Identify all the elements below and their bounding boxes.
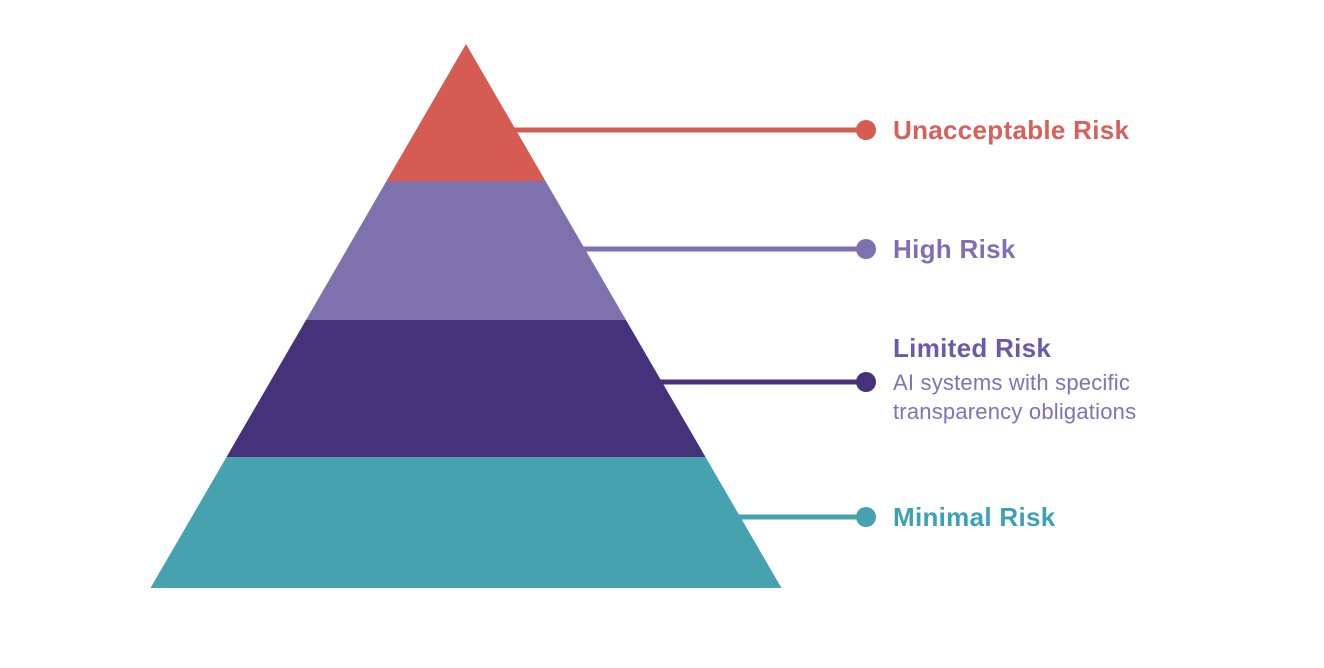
label-minimal-risk: Minimal Risk bbox=[893, 501, 1056, 533]
unacceptable-risk-title: Unacceptable Risk bbox=[893, 115, 1130, 145]
pyramid-layer-limited bbox=[226, 320, 706, 457]
limited-risk-title: Limited Risk bbox=[893, 333, 1052, 363]
label-limited-risk: Limited Risk AI systems with specific tr… bbox=[893, 332, 1136, 426]
limited-risk-description-line1: AI systems with specific bbox=[893, 370, 1131, 395]
high-risk-title: High Risk bbox=[893, 234, 1016, 264]
pyramid-layer-minimal bbox=[150, 457, 782, 588]
connector-dot-minimal bbox=[856, 507, 876, 527]
pyramid-layer-unacceptable bbox=[386, 44, 546, 181]
connector-dot-unacceptable bbox=[856, 120, 876, 140]
label-unacceptable-risk: Unacceptable Risk bbox=[893, 114, 1129, 146]
minimal-risk-title: Minimal Risk bbox=[893, 502, 1056, 532]
connector-dot-limited bbox=[856, 372, 876, 392]
limited-risk-description: AI systems with specific transparency ob… bbox=[893, 368, 1136, 426]
limited-risk-description-line2: transparency obligations bbox=[893, 399, 1137, 424]
connector-dot-high bbox=[856, 239, 876, 259]
label-high-risk: High Risk bbox=[893, 233, 1016, 265]
pyramid-layer-high bbox=[306, 181, 626, 320]
